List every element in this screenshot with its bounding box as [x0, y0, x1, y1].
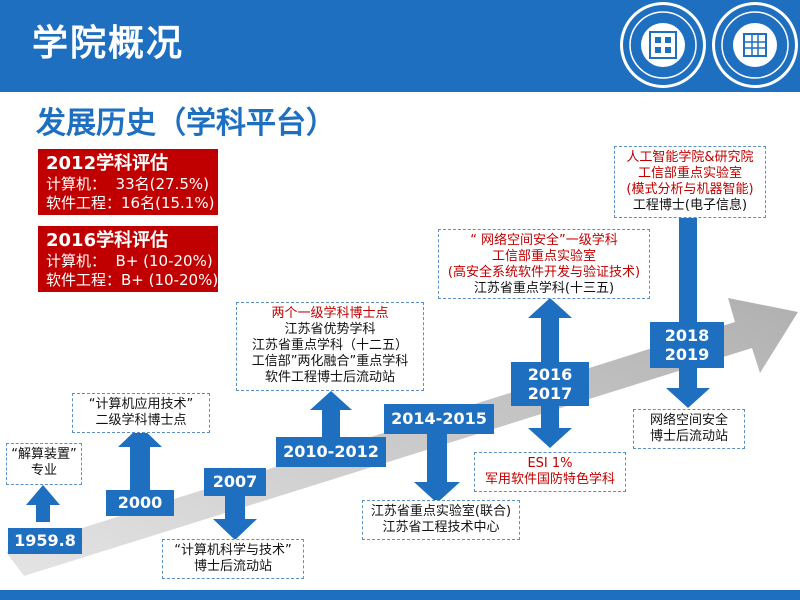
note-2016-down-line-1: ESI 1% [527, 456, 573, 471]
note-2016-up-line-1: “ 网络空间安全”一级学科 [470, 233, 618, 248]
note-2018-down-line-2: 博士后流动站 [649, 429, 728, 444]
bottom-band [0, 590, 800, 600]
eval-2012-line-2: 软件工程：16名(15.1%) [46, 194, 215, 212]
note-2000-line-2: 二级学科博士点 [95, 413, 187, 428]
note-2018-down-line-1: 网络空间安全 [649, 413, 728, 428]
year-2016-2017: 2016 2017 [511, 362, 589, 406]
note-1959-line-1: “解算装置” [11, 447, 77, 462]
note-2016-up: “ 网络空间安全”一级学科 工信部重点实验室 (高安全系统软件开发与验证技术) … [438, 229, 650, 299]
note-2000-line-1: “计算机应用技术” [88, 397, 194, 412]
note-2016-up-line-4: 江苏省重点学科(十三五) [473, 281, 615, 296]
note-2018-down: 网络空间安全 博士后流动站 [633, 409, 745, 449]
year-2014-2015: 2014-2015 [384, 404, 494, 434]
note-2016-down: ESI 1% 军用软件国防特色学科 [474, 452, 626, 492]
arrow-2018-down [666, 368, 710, 408]
eval-2012-title: 2012学科评估 [46, 153, 169, 174]
note-2014: 江苏省重点实验室(联合) 江苏省工程技术中心 [362, 500, 520, 540]
arrow-1959-up [26, 485, 60, 522]
page-title: 学院概况 [32, 23, 185, 64]
year-2017: 2017 [527, 384, 573, 403]
note-2007-line-1: “计算机科学与技术” [174, 543, 292, 558]
section-title: 发展历史（学科平台） [36, 106, 336, 141]
note-2000: “计算机应用技术” 二级学科博士点 [72, 393, 210, 433]
note-2010-line-4: 工信部”两化融合”重点学科 [251, 354, 409, 369]
year-2018-2019: 2018 2019 [650, 322, 724, 368]
year-2016: 2016 [527, 365, 573, 384]
note-2018-up-line-4: 工程博士(电子信息) [632, 198, 748, 213]
note-1959-line-2: 专业 [30, 463, 57, 478]
arrow-2016-down [528, 404, 572, 448]
timeline-arrow [6, 298, 798, 576]
note-2010-line-5: 软件工程博士后流动站 [264, 370, 395, 385]
note-2010: 两个一级学科博士点 江苏省优势学科 江苏省重点学科（十二五） 工信部”两化融合”… [236, 302, 424, 391]
note-2010-line-2: 江苏省优势学科 [284, 322, 376, 337]
arrow-2010-up [310, 391, 352, 437]
year-2019: 2019 [664, 345, 710, 364]
arrow-2016-up [528, 298, 572, 362]
note-1959: “解算装置” 专业 [6, 443, 82, 485]
note-2018-up-line-2: 工信部重点实验室 [637, 166, 742, 181]
note-2016-up-line-2: 工信部重点实验室 [491, 249, 596, 264]
note-2007-line-2: 博士后流动站 [193, 559, 272, 574]
header-bar: 学院概况 [0, 0, 800, 92]
note-2014-line-1: 江苏省重点实验室(联合) [370, 504, 512, 519]
year-2018: 2018 [664, 326, 710, 345]
year-2010-2012: 2010-2012 [276, 437, 386, 467]
eval-2016-box: 2016学科评估 计算机： B+ (10-20%) 软件工程：B+ (10-20… [38, 226, 218, 292]
college-logo-ccst [620, 2, 706, 88]
eval-2016-line-1: 计算机： B+ (10-20%) [46, 252, 213, 270]
eval-2012-box: 2012学科评估 计算机： 33名(27.5%) 软件工程：16名(15.1%) [38, 149, 218, 215]
year-2000: 2000 [106, 490, 174, 516]
year-2007: 2007 [204, 468, 266, 496]
arrow-2000-up [118, 426, 162, 492]
eval-2016-title: 2016学科评估 [46, 230, 169, 251]
note-2016-up-line-3: (高安全系统软件开发与验证技术) [447, 265, 641, 280]
note-2010-line-1: 两个一级学科博士点 [271, 306, 389, 321]
college-logo-ai [712, 2, 798, 88]
note-2018-up: 人工智能学院&研究院 工信部重点实验室 (模式分析与机器智能) 工程博士(电子信… [614, 146, 766, 218]
note-2014-line-2: 江苏省工程技术中心 [382, 520, 500, 535]
note-2018-up-line-3: (模式分析与机器智能) [626, 182, 754, 197]
arrow-2014-down [414, 432, 460, 503]
arrow-2007-down [213, 496, 257, 540]
note-2016-down-line-2: 军用软件国防特色学科 [484, 472, 615, 487]
eval-2012-line-1: 计算机： 33名(27.5%) [46, 175, 209, 193]
note-2018-up-line-1: 人工智能学院&研究院 [626, 150, 754, 165]
arrow-2018-up [666, 196, 710, 322]
note-2007: “计算机科学与技术” 博士后流动站 [162, 539, 304, 579]
note-2010-line-3: 江苏省重点学科（十二五） [251, 338, 408, 353]
year-1959: 1959.8 [8, 528, 82, 554]
eval-2016-line-2: 软件工程：B+ (10-20%) [46, 271, 219, 289]
